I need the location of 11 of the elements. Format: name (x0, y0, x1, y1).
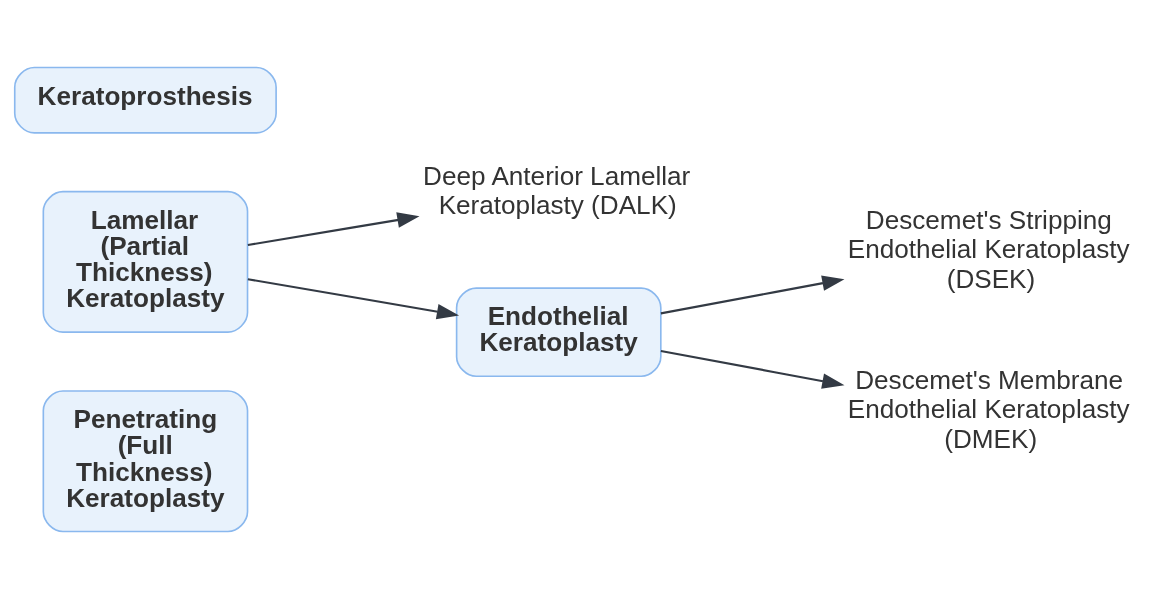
node-box: Penetrating (Full Thickness) Keratoplasty (42, 390, 249, 533)
node-text: Descemet's Stripping Endothelial Keratoplasty (DSEK) (847, 204, 1130, 294)
node-box: Keratoprosthesis (13, 66, 277, 134)
node-box: Endothelial Keratoplasty (455, 287, 662, 378)
arrow (660, 275, 845, 315)
arrow (247, 278, 460, 320)
node-box: Lamellar (Partial Thickness) Keratoplasty (42, 190, 249, 333)
arrow (247, 212, 420, 247)
node-text: Descemet's Membrane Endothelial Keratoplasty (DMEK) (847, 365, 1130, 454)
node-text: Deep Anterior Lamellar Keratoplasty (DALK) (423, 160, 691, 221)
arrow (660, 349, 845, 389)
